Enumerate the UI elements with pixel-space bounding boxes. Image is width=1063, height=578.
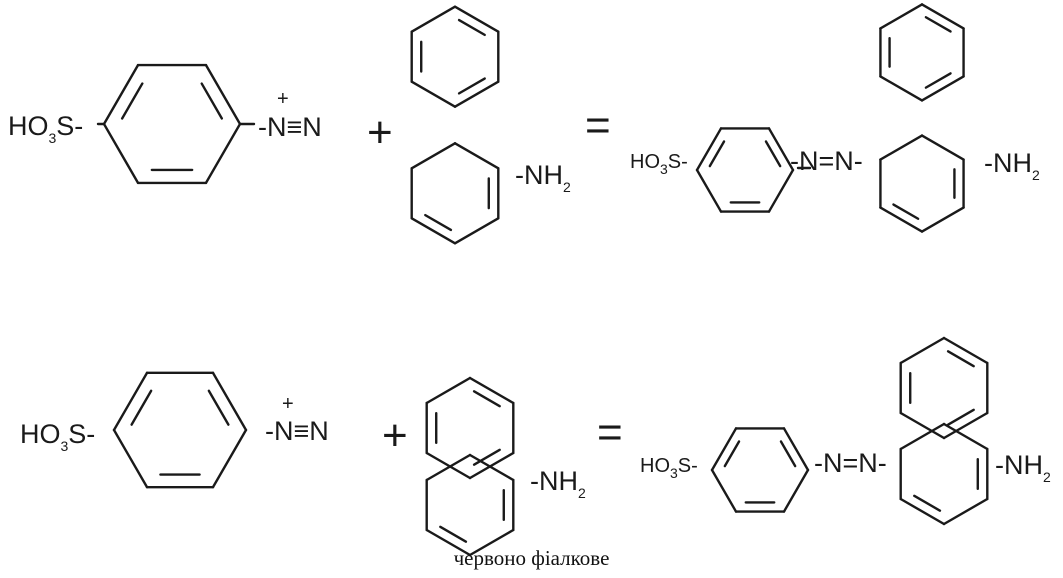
reactant1-substituent-label: HO3S- [8,111,83,146]
product-azo-label: -N=N- [790,146,863,176]
diazonium-group-label: -N≡N [265,416,329,446]
product-benzene-1-bond [767,168,795,213]
product-color-caption: червоно фіалкове [453,546,610,570]
naphthylamine-1-upper-bond [453,80,500,108]
product-naphthyl-2-lower-bond [942,497,989,526]
naphthylamine-2-lower-bond [425,528,472,557]
product-naphthyl-1-lower-bond [920,206,965,233]
benzene-2-bond [211,428,248,489]
product-naphthyl-2-upper-double-bond [946,350,975,368]
product-azo-label: -N=N- [814,448,887,478]
naphthylamine-1-upper-bond [410,80,457,108]
benzene-2-bond [211,371,248,432]
naphthylamine-2-lower-bond [468,453,515,482]
product-benzene-2-double-bond [723,440,741,468]
diazonium-group-label: -N≡N [258,112,322,142]
benzene-1-double-bond [200,82,224,120]
benzene-1-bond [102,122,140,185]
naphthylamine-1-lower-bond [410,217,457,245]
product-benzene-1-bond [767,127,795,172]
product-naphthyl-2-upper-bond [942,411,989,440]
product-benzene-1-bond [695,168,723,213]
reactant2-amine-label: -NH2 [515,160,571,195]
diazonium-charge: + [282,393,294,415]
product-naphthyl-1-upper-double-bond [924,16,952,33]
benzene-2-bond [112,371,149,432]
product-naphthyl-2-upper-double-bond [946,408,975,426]
equals-sign: = [585,101,611,150]
naphthylamine-2-upper-bond [425,451,472,480]
product-benzene-2-bond [782,468,810,513]
reactant1-substituent-label: HO3S- [20,419,95,454]
equals-sign: = [597,408,623,457]
naphthylamine-1-upper-bond [410,5,457,33]
product-benzene-1-double-bond [708,140,726,168]
benzene-2-bond [112,428,149,489]
product-benzene-2-double-bond [779,440,797,468]
product-naphthyl-1-upper-bond [879,75,924,102]
product-sulfo-label: HO3S- [630,151,688,177]
product-naphthyl-1-upper-bond [879,3,924,30]
product-naphthyl-1-lower-bond [879,206,924,233]
product-naphthyl-1-upper-bond [920,75,965,102]
product-benzene-2-bond [782,427,810,472]
product-naphthyl-1-lower-double-bond [892,203,920,220]
bond-lines [96,3,989,557]
naphthylamine-1-lower-bond [453,142,500,170]
product-naphthyl-2-upper-bond [942,336,989,365]
product-benzene-1-bond [695,127,723,172]
reaction-1: HO3S- + -N≡N + -NH2 = HO3S- -N=N- -NH2 [8,88,1040,195]
naphthylamine-2-upper-double-bond [472,390,501,408]
product-naphthyl-2-upper-bond [899,411,946,440]
naphthylamine-2-upper-bond [468,376,515,405]
product-sulfo-label: HO3S- [640,455,698,481]
naphthylamine-2-lower-double-bond [439,525,468,543]
product-benzene-2-bond [710,468,738,513]
reaction-2: HO3S- + -N≡N + -NH2 = HO3S- -N=N- -NH2 [20,393,1051,501]
naphthylamine-1-lower-bond [453,217,500,245]
benzene-2-double-bond [207,389,230,426]
naphthylamine-2-lower-bond [425,453,472,482]
naphthylamine-2-upper-double-bond [472,448,501,466]
plus-operator: + [382,411,408,460]
naphthylamine-1-upper-bond [453,5,500,33]
product-benzene-1-double-bond [764,140,782,168]
benzene-1-double-bond [120,82,144,120]
naphthylamine-2-upper-bond [425,376,472,405]
plus-operator: + [367,108,393,157]
product-naphthyl-1-upper-double-bond [924,72,952,89]
benzene-2-double-bond [130,389,153,426]
naphthylamine-1-lower-bond [410,142,457,170]
product-naphthyl-2-lower-bond [899,422,946,451]
reactant2-amine-label: -NH2 [530,466,586,501]
naphthylamine-1-lower-double-bond [424,213,453,232]
benzene-1-bond [204,122,242,185]
product-naphthyl-1-lower-bond [879,134,924,161]
naphthylamine-2-upper-bond [468,451,515,480]
naphthylamine-2-lower-bond [468,528,515,557]
benzene-1-bond [204,63,242,126]
product-naphthyl-2-lower-bond [899,497,946,526]
diazonium-charge: + [277,88,289,110]
product-naphthyl-2-upper-bond [899,336,946,365]
product-naphthyl-2-lower-bond [942,422,989,451]
product-amine-label: -NH2 [984,148,1040,183]
product-amine-label: -NH2 [995,450,1051,485]
benzene-1-bond [102,63,140,126]
product-naphthyl-2-lower-double-bond [913,494,942,512]
naphthylamine-1-upper-double-bond [457,18,486,37]
naphthylamine-1-upper-double-bond [457,77,486,95]
product-naphthyl-1-upper-bond [920,3,965,30]
product-benzene-2-bond [710,427,738,472]
product-naphthyl-1-lower-bond [920,134,965,161]
